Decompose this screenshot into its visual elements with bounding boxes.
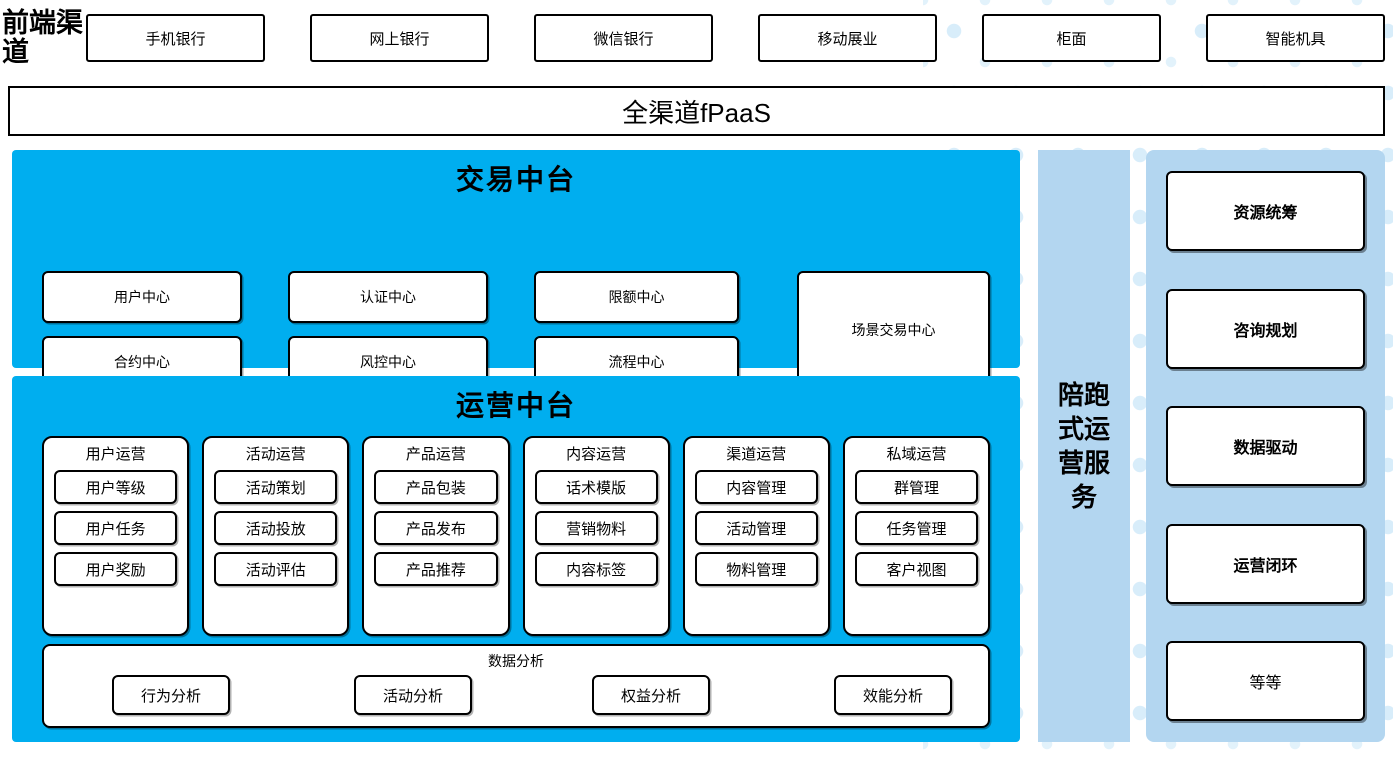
service-etc[interactable]: 等等 <box>1166 641 1365 721</box>
trade-card-scenario-transaction-center[interactable]: 场景交易中心 <box>797 271 990 388</box>
ops-item-product-recommendation[interactable]: 产品推荐 <box>374 552 498 586</box>
trade-card-user-center[interactable]: 用户中心 <box>42 271 242 323</box>
service-resource-coordination[interactable]: 资源统筹 <box>1166 171 1365 251</box>
ops-item-customer-view[interactable]: 客户视图 <box>854 552 979 586</box>
ops-column-private-domain: 私域运营 群管理 任务管理 客户视图 <box>842 436 991 636</box>
accompany-operation-service-column: 陪跑式运营服务 <box>1038 150 1130 742</box>
data-analysis-title: 数据分析 <box>488 653 544 669</box>
ops-column-title: 活动运营 <box>245 446 306 463</box>
ops-item-content-management[interactable]: 内容管理 <box>694 470 818 504</box>
ops-column-channel: 渠道运营 内容管理 活动管理 物料管理 <box>682 436 830 636</box>
ops-columns: 用户运营 用户等级 用户任务 用户奖励 活动运营 活动策划 活动投放 活动评估 … <box>42 436 991 636</box>
ops-item-content-tag[interactable]: 内容标签 <box>534 552 658 586</box>
data-analysis-section: 数据分析 行为分析 活动分析 权益分析 效能分析 <box>42 644 990 728</box>
ops-item-user-task[interactable]: 用户任务 <box>54 511 178 545</box>
trade-card-limit-center[interactable]: 限额中心 <box>534 271 739 323</box>
channel-internet-bank[interactable]: 网上银行 <box>310 14 489 62</box>
ops-item-user-level[interactable]: 用户等级 <box>54 470 178 504</box>
analysis-efficiency[interactable]: 效能分析 <box>834 675 952 715</box>
analysis-rights[interactable]: 权益分析 <box>592 675 710 715</box>
ops-item-activity-evaluation[interactable]: 活动评估 <box>214 552 338 586</box>
ops-item-user-reward[interactable]: 用户奖励 <box>54 552 178 586</box>
ops-item-script-template[interactable]: 话术模版 <box>534 470 658 504</box>
ops-column-user: 用户运营 用户等级 用户任务 用户奖励 <box>42 436 190 636</box>
ops-platform-title: 运营中台 <box>455 390 576 421</box>
analysis-activity[interactable]: 活动分析 <box>354 675 472 715</box>
trade-platform-title: 交易中台 <box>455 164 576 195</box>
service-data-driven[interactable]: 数据驱动 <box>1166 406 1365 486</box>
trade-middle-platform-panel: 交易中台 用户中心 认证中心 限额中心 合约中心 风控中心 流程中心 场景交易中… <box>12 150 1020 388</box>
ops-item-task-management[interactable]: 任务管理 <box>854 511 979 545</box>
front-channels-label: 前端渠道 <box>2 8 83 67</box>
ops-item-activity-planning[interactable]: 活动策划 <box>214 470 338 504</box>
ops-column-title: 内容运营 <box>566 446 627 463</box>
channel-mobile-bank[interactable]: 手机银行 <box>86 14 265 62</box>
omnichannel-fpaas-banner[interactable]: 全渠道fPaaS <box>8 86 1385 136</box>
channel-counter[interactable]: 柜面 <box>982 14 1161 62</box>
ops-item-activity-delivery[interactable]: 活动投放 <box>214 511 338 545</box>
data-analysis-items: 行为分析 活动分析 权益分析 效能分析 <box>44 675 988 721</box>
analysis-behavior[interactable]: 行为分析 <box>112 675 230 715</box>
ops-column-product: 产品运营 产品包装 产品发布 产品推荐 <box>362 436 510 636</box>
ops-item-activity-management[interactable]: 活动管理 <box>694 511 818 545</box>
channel-smart-machine[interactable]: 智能机具 <box>1206 14 1385 62</box>
ops-item-product-release[interactable]: 产品发布 <box>374 511 498 545</box>
channel-mobile-business[interactable]: 移动展业 <box>758 14 937 62</box>
service-operation-closed-loop[interactable]: 运营闭环 <box>1166 523 1365 604</box>
ops-item-material-management[interactable]: 物料管理 <box>694 552 818 586</box>
trade-card-auth-center[interactable]: 认证中心 <box>288 271 488 323</box>
ops-column-title: 产品运营 <box>405 446 466 463</box>
ops-item-product-packaging[interactable]: 产品包装 <box>374 470 498 504</box>
ops-column-content: 内容运营 话术模版 营销物料 内容标签 <box>522 436 670 636</box>
service-capability-panel: 资源统筹 咨询规划 数据驱动 运营闭环 等等 <box>1146 150 1385 742</box>
front-channels-row: 前端渠道 手机银行 网上银行 微信银行 移动展业 柜面 智能机具 <box>0 8 1393 68</box>
ops-column-title: 渠道运营 <box>726 446 787 463</box>
channel-wechat-bank[interactable]: 微信银行 <box>534 14 713 62</box>
ops-column-title: 私域运营 <box>886 446 947 463</box>
service-consulting-planning[interactable]: 咨询规划 <box>1166 288 1365 369</box>
ops-item-group-management[interactable]: 群管理 <box>854 470 979 504</box>
ops-column-title: 用户运营 <box>85 446 146 463</box>
front-channels-list: 手机银行 网上银行 微信银行 移动展业 柜面 智能机具 <box>86 14 1393 62</box>
ops-middle-platform-panel: 运营中台 用户运营 用户等级 用户任务 用户奖励 活动运营 活动策划 活动投放 … <box>12 376 1020 742</box>
ops-item-marketing-material[interactable]: 营销物料 <box>534 511 658 545</box>
accompany-service-label: 陪跑式运营服务 <box>1057 380 1110 512</box>
ops-column-activity: 活动运营 活动策划 活动投放 活动评估 <box>202 436 350 636</box>
